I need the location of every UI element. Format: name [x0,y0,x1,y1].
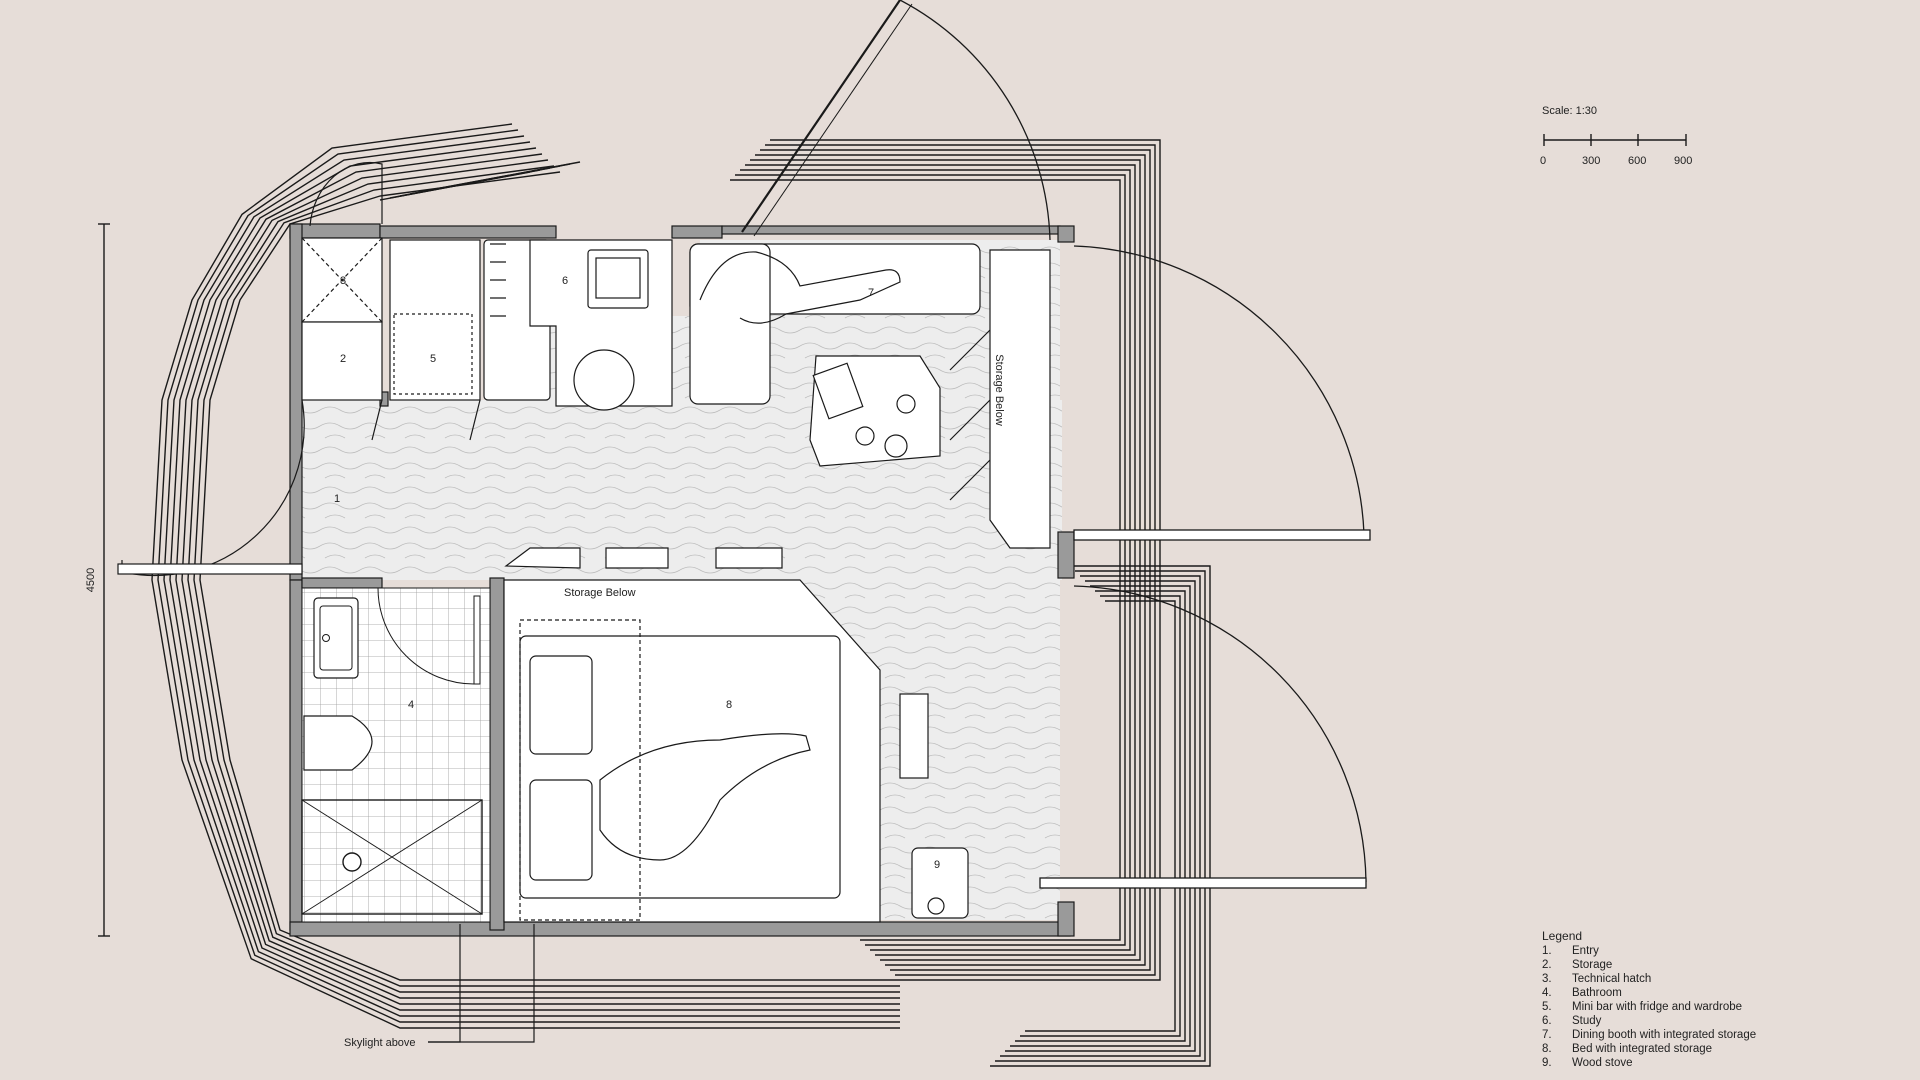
svg-text:Technical hatch: Technical hatch [1572,973,1651,985]
deck-step-line [770,139,1161,981]
deck-step-line [187,159,900,993]
room-number-9: 9 [934,859,940,871]
laptop [587,249,649,309]
svg-text:8.: 8. [1542,1043,1552,1055]
deck-step-line [990,565,1211,1067]
skylight-label: Skylight above [344,1037,416,1049]
svg-text:Storage: Storage [1572,959,1612,971]
deck-step-line [750,159,1141,961]
legend-item: 9. Wood stove [1542,1057,1633,1069]
svg-text:Entry: Entry [1572,945,1599,957]
svg-text:2.: 2. [1542,959,1552,971]
deck-step-line [765,144,1156,976]
deck-step-line [740,169,1131,951]
deck-step-line [175,147,900,1005]
svg-text:Mini bar with fridge and wardr: Mini bar with fridge and wardrobe [1572,1001,1742,1013]
svg-text:7.: 7. [1542,1029,1552,1041]
scale-tick-300: 300 [1582,155,1600,167]
deck-step-line [1025,600,1176,1032]
legend-item: 4. Bathroom [1542,987,1622,999]
legend-item: 5. Mini bar with fridge and wardrobe [1542,1001,1742,1013]
deck-step-line [760,149,1151,971]
doors [309,0,1371,889]
room-number-4: 4 [408,699,414,711]
deck-step-line [157,129,900,1023]
shower-drain [342,852,362,872]
svg-text:5.: 5. [1542,1001,1552,1013]
dimension-label: 4500 [85,568,97,592]
legend-item: 6. Study [1542,1015,1602,1027]
room-number-6: 6 [562,275,568,287]
sink [313,597,359,679]
scale-tick-900: 900 [1674,155,1692,167]
deck-lines [151,123,1211,1067]
svg-text:1.: 1. [1542,945,1552,957]
dining-booth [689,243,1051,549]
deck-step-line [151,123,900,1029]
person-dining [699,251,901,324]
skylight-leader [428,924,535,1043]
svg-text:Study: Study [1572,1015,1602,1027]
bathroom [301,587,491,923]
deck-step-line [995,570,1206,1062]
deck-step-line [730,179,1121,941]
bed [503,547,929,923]
room-number-3: 3 [340,275,346,287]
scale-title: Scale: 1:30 [1542,105,1597,117]
deck-step-line [1020,595,1181,1037]
legend-item: 3. Technical hatch [1542,973,1651,985]
deck-step-line [1000,575,1201,1057]
toilet [303,715,373,771]
wood-stove [911,847,969,919]
study [529,239,673,411]
deck-step-line [429,161,581,191]
svg-text:Bathroom: Bathroom [1572,987,1622,999]
room-number-2: 2 [340,353,346,365]
room-number-5: 5 [430,353,436,365]
legend-item: 2. Storage [1542,959,1612,971]
svg-text:Wood stove: Wood stove [1572,1057,1633,1069]
scale-tick-0: 0 [1540,155,1546,167]
dimension-line [98,223,110,937]
desk-chair [573,349,635,411]
scale-tick-600: 600 [1628,155,1646,167]
deck-step-line [735,174,1126,946]
storage-below-bed-label: Storage Below [564,587,636,599]
svg-text:9.: 9. [1542,1057,1552,1069]
deck-step-line [1015,590,1186,1042]
deck-step-line [169,141,900,1011]
svg-text:Dining booth with integrated s: Dining booth with integrated storage [1572,1029,1756,1041]
room-number-8: 8 [726,699,732,711]
svg-text:Bed with integrated storage: Bed with integrated storage [1572,1043,1712,1055]
deck-step-line [1010,585,1191,1047]
deck-step-line [193,165,900,987]
svg-text:6.: 6. [1542,1015,1552,1027]
deck-step-line [1005,580,1196,1052]
person-bed [599,733,811,861]
legend-item: 8. Bed with integrated storage [1542,1043,1712,1055]
legend-item: 7. Dining booth with integrated storage [1542,1029,1756,1041]
deck-step-line [745,164,1136,956]
legend-title: Legend [1542,929,1582,943]
scale-bar: Scale: 1:30 0 300 600 900 [1540,105,1692,167]
room-number-1: 1 [334,493,340,505]
svg-text:3.: 3. [1542,973,1552,985]
deck-step-line [199,171,900,981]
storage-below-booth-label: Storage Below [993,354,1005,426]
deck-step-line [755,154,1146,966]
legend: Legend 1. Entry 2. Storage 3. Technical hat… [1542,929,1756,1069]
svg-text:4.: 4. [1542,987,1552,999]
room-number-7: 7 [868,287,874,299]
deck-step-line [163,135,900,1017]
storage-units [117,237,551,577]
legend-item: 1. Entry [1542,945,1599,957]
